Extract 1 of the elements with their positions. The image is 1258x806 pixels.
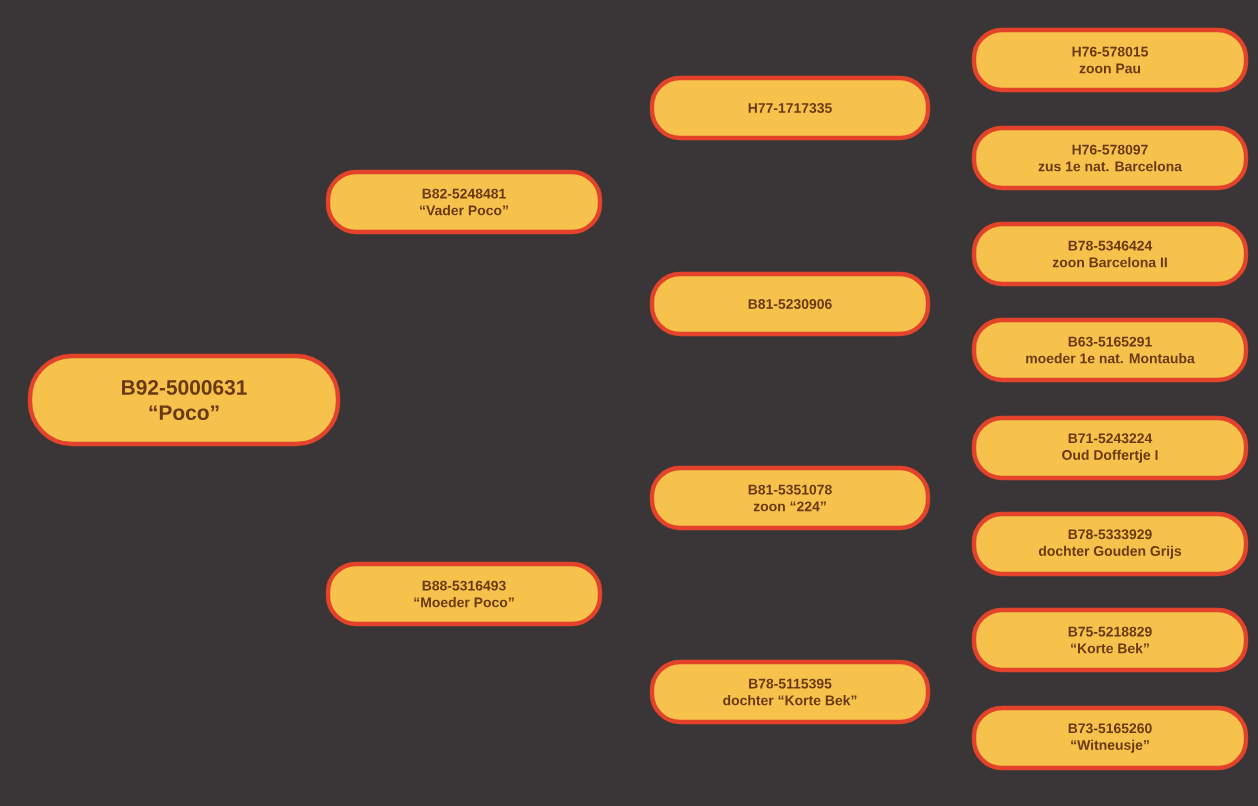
pedigree-box: B92-5000631 “Poco” <box>27 353 341 447</box>
